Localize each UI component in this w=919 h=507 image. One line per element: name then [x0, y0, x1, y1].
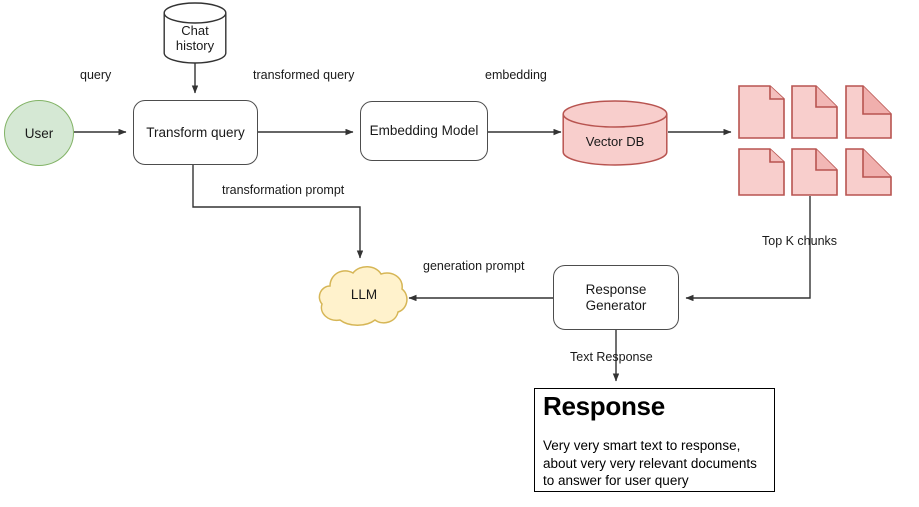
- edge-label-generation-prompt: generation prompt: [423, 259, 525, 273]
- document-icon-5[interactable]: [791, 148, 838, 201]
- edge-label-query: query: [80, 68, 112, 82]
- edge-label-text-response: Text Response: [570, 350, 653, 364]
- cloud-shape: [318, 266, 408, 326]
- edge-label-top-k-chunks: Top K chunks: [762, 234, 838, 248]
- document-icon: [845, 85, 892, 139]
- response-card-body: Very very smart text to response, about …: [543, 437, 793, 490]
- node-user[interactable]: User: [4, 100, 74, 166]
- edge-label-transformed-query: transformed query: [253, 68, 355, 82]
- node-response-generator-label-line2: Generator: [585, 297, 647, 313]
- node-embedding-model[interactable]: Embedding Model: [360, 101, 488, 161]
- response-card-body-line2: about very very relevant documents: [543, 455, 757, 471]
- document-icon: [845, 148, 892, 196]
- response-card-body-line3: to answer for user query: [543, 473, 689, 488]
- document-icon: [791, 148, 838, 196]
- document-icon-3[interactable]: [845, 85, 892, 144]
- node-response-generator[interactable]: Response Generator: [553, 265, 679, 330]
- response-card[interactable]: Response Very very smart text to respons…: [534, 388, 775, 492]
- document-icon: [791, 85, 838, 139]
- document-icon-6[interactable]: [845, 148, 892, 201]
- node-vector-db[interactable]: Vector DB: [562, 100, 668, 166]
- edge-label-embedding: embedding: [485, 68, 547, 82]
- response-card-body-line1: Very very smart text to response,: [543, 438, 741, 453]
- document-icon-2[interactable]: [791, 85, 838, 144]
- edge-documents-to-generator: [685, 196, 811, 302]
- document-icon: [738, 148, 785, 196]
- document-icon-4[interactable]: [738, 148, 785, 201]
- response-card-title: Response: [543, 391, 665, 421]
- cylinder-shape: [163, 2, 227, 64]
- node-llm[interactable]: LLM: [318, 265, 410, 327]
- node-user-label: User: [24, 125, 54, 141]
- cylinder-shape: [562, 100, 668, 166]
- node-transform-query[interactable]: Transform query: [133, 100, 258, 165]
- node-chat-history[interactable]: Chat history: [163, 2, 227, 64]
- document-icon: [738, 85, 785, 139]
- document-icon-1[interactable]: [738, 85, 785, 144]
- node-response-generator-label-line1: Response: [585, 281, 647, 297]
- edge-transform-to-llm: [192, 165, 364, 259]
- node-transform-query-label: Transform query: [146, 124, 245, 140]
- edge-label-transformation-prompt: transformation prompt: [222, 183, 345, 197]
- node-embedding-model-label: Embedding Model: [369, 123, 479, 138]
